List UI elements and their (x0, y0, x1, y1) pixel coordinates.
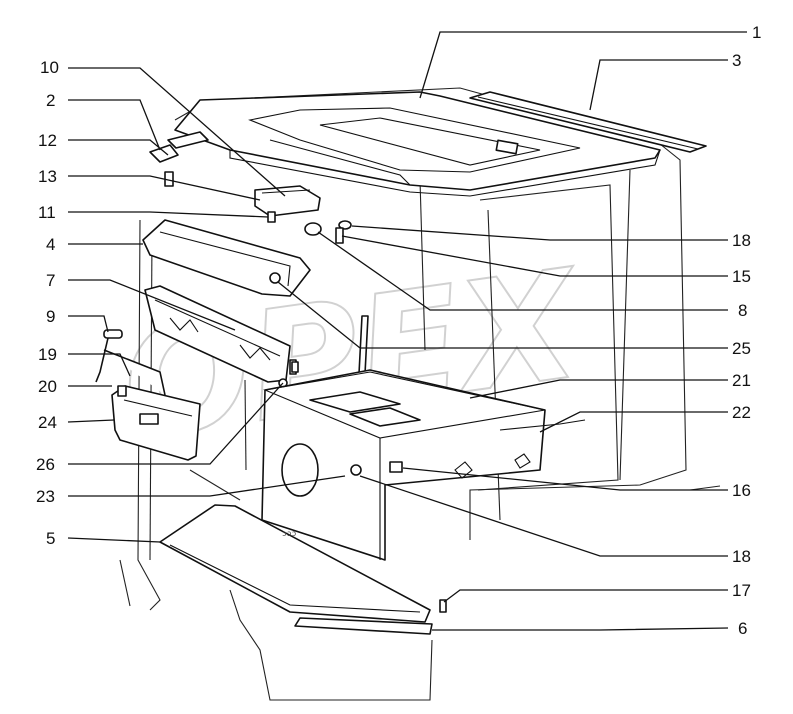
roof-rail-strip (469, 91, 707, 153)
roof-panel (174, 91, 661, 197)
callout-22: 22 (732, 403, 751, 422)
callout-15: 15 (732, 267, 751, 286)
callout-6: 6 (738, 619, 747, 638)
callout-23: 23 (36, 487, 55, 506)
callout-9: 9 (46, 307, 55, 326)
callout-10: 10 (40, 58, 59, 77)
handle-9 (95, 329, 166, 396)
callout-24: 24 (38, 413, 57, 432)
plate-stamp: ɔɔɔ (282, 529, 297, 538)
callout-7: 7 (46, 271, 55, 290)
callout-26: 26 (36, 455, 55, 474)
callout-25: 25 (732, 339, 751, 358)
callout-4: 4 (46, 235, 55, 254)
callout-5: 5 (46, 529, 55, 548)
callout-18-lower: 18 (732, 547, 751, 566)
callout-17: 17 (732, 581, 751, 600)
callout-11: 11 (38, 203, 56, 222)
callout-18-upper: 18 (732, 231, 751, 250)
floor-plate-5: ɔɔɔ (159, 504, 431, 623)
small-fasteners (291, 220, 447, 613)
latch-block (254, 185, 321, 223)
callout-2: 2 (46, 91, 55, 110)
callout-19: 19 (38, 345, 57, 364)
callout-20: 20 (38, 377, 57, 396)
callout-16: 16 (732, 481, 751, 500)
callout-3: 3 (732, 51, 741, 70)
callout-labels: 1 3 10 2 12 13 11 4 7 9 19 20 24 26 23 5… (36, 23, 761, 638)
callout-1: 1 (752, 23, 761, 42)
callout-12: 12 (38, 131, 57, 150)
rail-6 (294, 617, 433, 635)
callout-13: 13 (38, 167, 57, 186)
callout-8: 8 (738, 301, 747, 320)
front-panel-4 (142, 219, 311, 297)
bulkhead-21-22 (261, 369, 586, 561)
mirror-24 (111, 385, 201, 461)
callout-21: 21 (732, 371, 751, 390)
leader-lines (67, 31, 747, 631)
